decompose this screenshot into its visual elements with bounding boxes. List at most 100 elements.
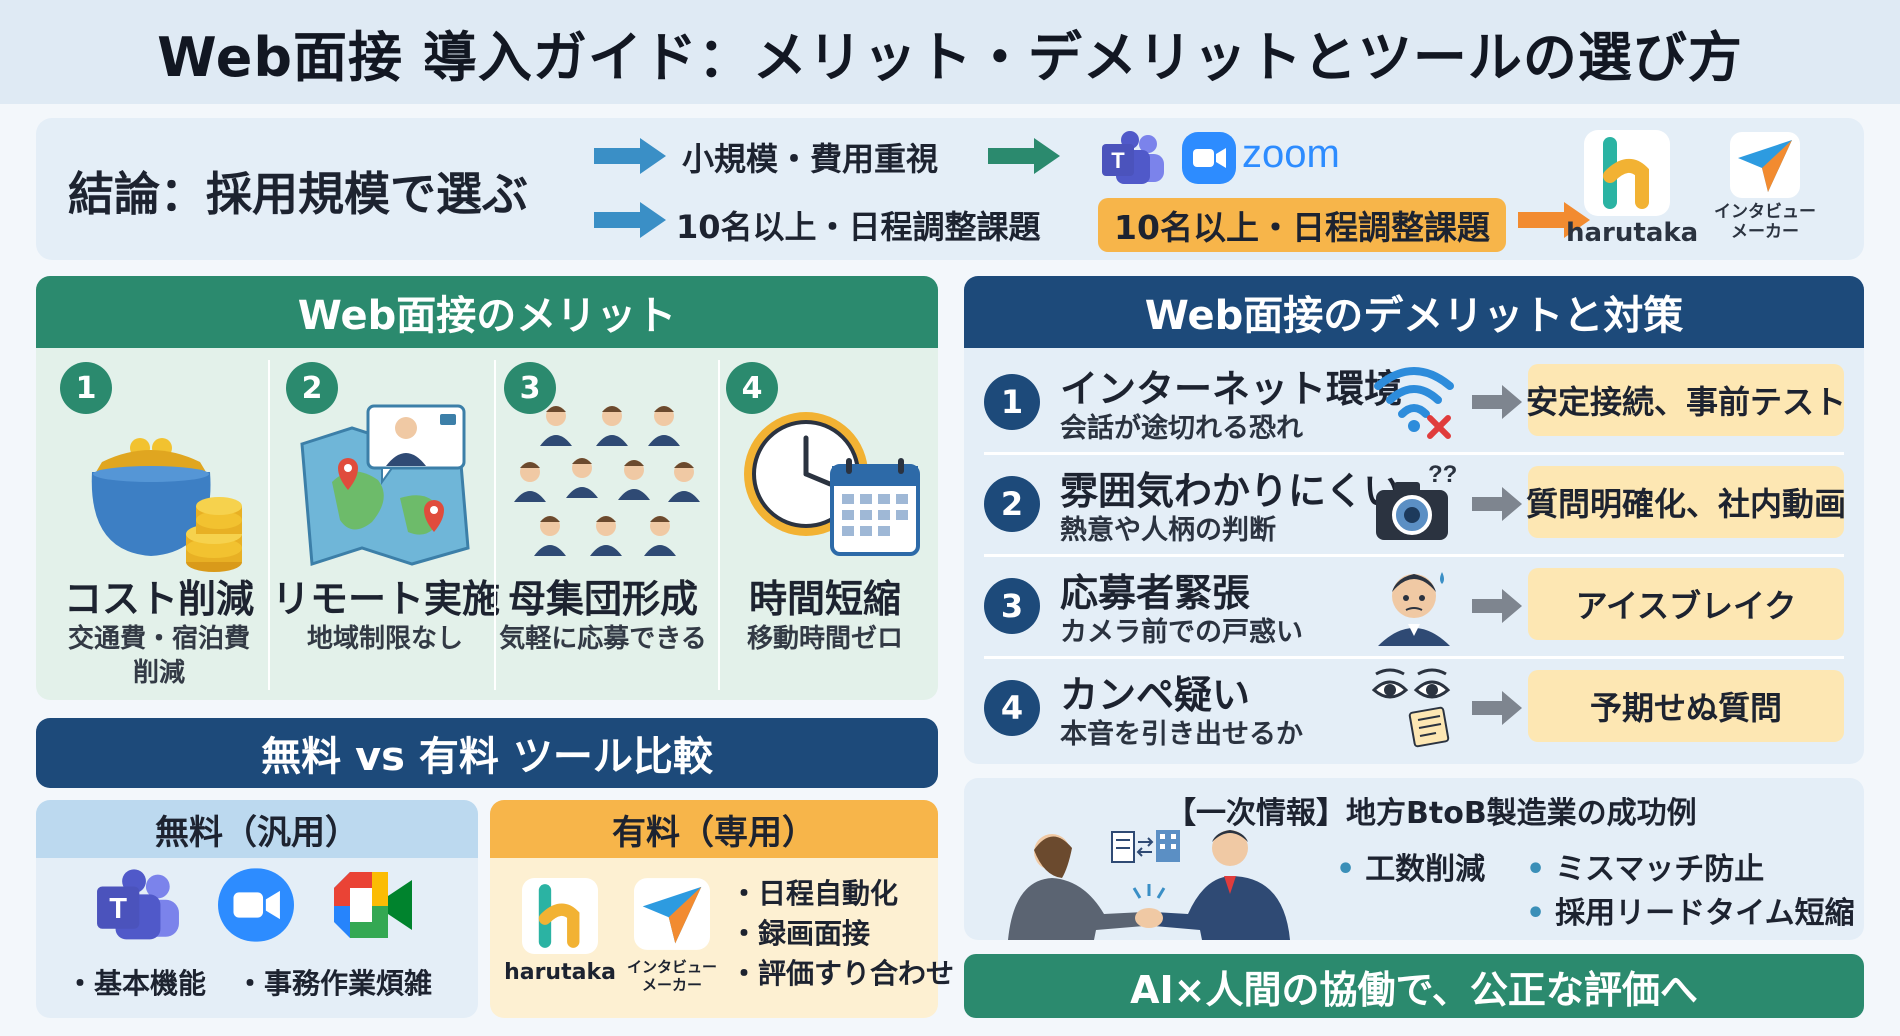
conclusion-panel: 結論：採用規模で選ぶ 小規模・費用重視 T zoom 10名以上・日程調整課題 … (36, 118, 1864, 260)
arrow-right-icon (1472, 589, 1522, 623)
merit-sub: 移動時間ゼロ (746, 624, 903, 654)
demerit-title: カンペ疑い (1060, 673, 1251, 717)
merit-number: 3 (504, 362, 556, 414)
demerit-separator (984, 656, 1844, 659)
case-study-panel: 【一次情報】地方BtoB製造業の成功例 •工数削減 •ミスマッチ防止 •採用リー… (964, 778, 1864, 940)
demerit-row: 2 雰囲気わかりにくい 熱意や人柄の判断 ?? 質問明確化、社内動画 (964, 452, 1860, 552)
eyes-note-icon (1372, 668, 1451, 748)
coin-purse-icon (91, 438, 242, 572)
harutaka-label: harutaka (1566, 218, 1699, 248)
interview-maker-logo-icon (1730, 132, 1800, 198)
demerit-fix: 質問明確化、社内動画 (1526, 466, 1846, 538)
demerit-title: 雰囲気わかりにくい (1060, 469, 1402, 513)
case-bullet: •工数削減 (1336, 852, 1486, 887)
merit-title: 母集団形成 (507, 577, 698, 621)
zoom-label: zoom (1242, 132, 1340, 176)
svg-text:T: T (1111, 148, 1125, 173)
demerit-fix: 安定接続、事前テスト (1526, 364, 1846, 436)
harutaka-logo-icon (522, 878, 598, 954)
paid-feature: ・日程自動化 (730, 877, 899, 910)
demerit-row: 1 インターネット環境 会話が途切れる恐れ 安定接続、事前テスト (964, 350, 1860, 450)
merit-title: 時間短縮 (748, 577, 901, 621)
arrow-right-icon (594, 202, 666, 238)
teams-logo-icon: T (97, 869, 179, 940)
demerit-sub: 熱意や人柄の判断 (1060, 515, 1276, 546)
comparison-header: 無料 vs 有料 ツール比較 (36, 718, 938, 788)
conclusion-large-scale: 10名以上・日程調整課題 (676, 208, 1041, 246)
merit-divider (494, 360, 496, 690)
merits-header: Web面接のメリット (36, 276, 938, 348)
case-study-title: 【一次情報】地方BtoB製造業の成功例 (1166, 796, 1697, 831)
harutaka-label: harutaka (504, 960, 616, 985)
handshake-icon (1008, 830, 1290, 940)
merit-item: 4 時間短縮 移動時間ゼロ (712, 352, 938, 700)
merit-number: 1 (60, 362, 112, 414)
arrow-right-icon (1472, 691, 1522, 725)
demerit-fix: アイスブレイク (1528, 568, 1844, 640)
arrow-right-icon (594, 138, 666, 174)
harutaka-logo-icon (1584, 130, 1670, 216)
merit-sub: 地域制限なし (306, 624, 463, 654)
conclusion-highlight-chip: 10名以上・日程調整課題 (1098, 198, 1506, 252)
merit-number: 2 (286, 362, 338, 414)
zoom-logo-icon (218, 868, 294, 942)
free-note: ・基本機能 (66, 967, 207, 1000)
merit-divider (268, 360, 270, 690)
conclusion-label: 結論：採用規模で選ぶ (68, 167, 528, 221)
merit-number: 4 (726, 362, 778, 414)
page-title: Web面接 導入ガイド：メリット・デメリットとツールの選び方 (157, 25, 1743, 89)
case-bullet: •採用リードタイム短縮 (1526, 896, 1855, 931)
svg-text:??: ?? (1428, 461, 1456, 488)
arrow-right-icon (1472, 385, 1522, 419)
merit-sub: 交通費・宿泊費削減 (67, 624, 250, 688)
title-bar: Web面接 導入ガイド：メリット・デメリットとツールの選び方 (0, 0, 1900, 104)
merit-item: 2 リモート実施 地域制限なし (272, 352, 501, 700)
arrow-right-icon (1518, 202, 1590, 238)
demerit-sub: 本音を引き出せるか (1060, 719, 1303, 750)
demerits-header: Web面接のデメリットと対策 (964, 276, 1864, 348)
arrow-right-icon (1472, 487, 1522, 521)
paid-tools-header: 有料（専用） (490, 800, 938, 858)
demerit-sub: カメラ前での戸惑い (1060, 617, 1303, 648)
interview-maker-label: インタビュー メーカー (626, 958, 717, 994)
camera-question-icon: ?? (1376, 461, 1456, 540)
interview-maker-label: インタビュー メーカー (1714, 202, 1816, 242)
demerit-number: 2 (984, 476, 1040, 532)
merit-title: コスト削減 (63, 577, 254, 621)
paid-feature: ・評価すり合わせ (730, 957, 955, 990)
demerit-row: 3 応募者緊張 カメラ前での戸惑い アイスブレイク (964, 554, 1860, 654)
arrow-right-icon (988, 138, 1060, 174)
demerit-number: 3 (984, 578, 1040, 634)
demerit-number: 4 (984, 680, 1040, 736)
paid-tools-body: harutaka インタビュー メーカー ・日程自動化 ・録画面接 ・評価すり合… (490, 858, 954, 1018)
demerit-sub: 会話が途切れる恐れ (1060, 413, 1303, 444)
case-bullet: •ミスマッチ防止 (1526, 852, 1765, 887)
svg-text:T: T (109, 893, 127, 925)
demerit-fix: 予期せぬ質問 (1528, 670, 1844, 742)
footer-banner: AI×人間の協働で、公正な評価へ (964, 954, 1864, 1018)
demerit-title: インターネット環境 (1060, 367, 1403, 411)
free-tools-header: 無料（汎用） (36, 800, 478, 858)
zoom-logo-icon (1182, 132, 1236, 184)
map-video-icon (300, 404, 470, 567)
free-note: ・事務作業煩雑 (236, 967, 433, 1000)
demerit-row: 4 カンペ疑い 本音を引き出せるか 予期せぬ質問 (964, 656, 1860, 756)
wifi-error-icon (1374, 367, 1454, 439)
teams-logo-icon: T (1102, 131, 1164, 184)
paid-features-list: ・日程自動化 ・録画面接 ・評価すり合わせ (730, 874, 954, 994)
google-meet-logo-icon (334, 872, 412, 938)
demerit-separator (984, 452, 1844, 455)
merit-item: 3 母集団形成 気軽に応募できる (490, 352, 716, 700)
merit-divider (718, 360, 720, 690)
merit-item: 1 コスト削減 交通費・宿泊費削減 (46, 352, 272, 700)
paid-feature: ・録画面接 (730, 917, 871, 950)
demerit-title: 応募者緊張 (1060, 571, 1251, 615)
people-group-icon (514, 406, 700, 556)
conclusion-small-scale: 小規模・費用重視 (682, 140, 939, 178)
merit-title: リモート実施 (272, 577, 501, 621)
clock-calendar-icon (744, 412, 920, 556)
demerit-number: 1 (984, 374, 1040, 430)
merit-sub: 気軽に応募できる (499, 624, 707, 654)
nervous-person-icon (1378, 572, 1450, 646)
demerit-separator (984, 554, 1844, 557)
